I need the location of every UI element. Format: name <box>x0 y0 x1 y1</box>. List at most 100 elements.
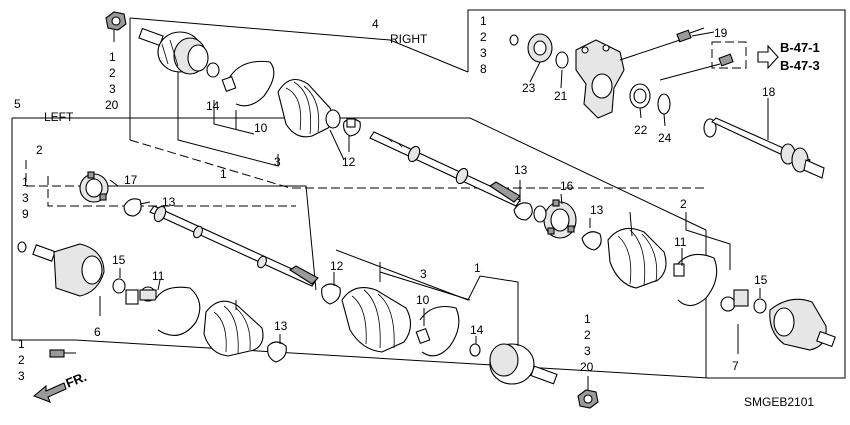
bearing-23 <box>527 33 553 63</box>
label-16: 16 <box>560 179 574 193</box>
outer-cv-joint-right <box>138 27 209 75</box>
inner-cv-joint-left <box>17 241 105 297</box>
ref-dashed-box <box>711 41 747 69</box>
callout-text: 1 <box>480 14 487 28</box>
inner-joint-16 <box>533 199 577 239</box>
callout-text: 1 <box>18 337 25 351</box>
ref-b-47-1: B-47-1 <box>780 40 820 55</box>
callout-text: 2 <box>480 30 487 44</box>
outer-cv-joint-left <box>489 343 558 385</box>
label-15-left: 15 <box>112 253 126 267</box>
spider-6 <box>125 289 139 305</box>
spindle-nut-bottom <box>577 389 599 409</box>
label-17: 17 <box>124 173 138 187</box>
boot-band-13-lower-left <box>267 341 287 363</box>
callout-text: 1 <box>584 312 591 326</box>
label-2-right: 2 <box>680 197 687 211</box>
snap-ring-24 <box>657 93 671 115</box>
boot-band-outer-right <box>221 60 275 107</box>
label-19: 19 <box>714 26 728 40</box>
right-intermediate-shaft <box>369 131 521 207</box>
label-left: LEFT <box>44 110 74 124</box>
inner-joint-17 <box>79 171 109 203</box>
callout-text: 2 <box>109 66 116 80</box>
callout-text: 3 <box>480 46 487 60</box>
front-arrow-icon <box>32 382 67 403</box>
label-18: 18 <box>762 85 776 99</box>
label-4: 4 <box>372 17 379 31</box>
snap-ring-21 <box>555 51 569 69</box>
label-10-top: 10 <box>254 121 268 135</box>
label-13-right: 13 <box>590 203 604 217</box>
label-13-mid: 13 <box>514 163 528 177</box>
circlip-small-top <box>509 34 519 46</box>
spider-tripod-right <box>720 289 749 312</box>
tripod-11-left <box>139 286 157 302</box>
label-1-top: 1 <box>220 167 227 181</box>
callout-text: 20 <box>580 360 594 374</box>
callout-text: 3 <box>18 369 25 383</box>
callout-bottom-nut: 1 2 3 20 <box>580 312 594 374</box>
callout-top-nut: 1 2 3 20 <box>105 50 119 112</box>
leader-lines <box>99 30 761 390</box>
circlip-15-left <box>112 278 126 294</box>
circlip-15-right <box>753 298 767 314</box>
boot-band-13-right-lower <box>581 231 602 251</box>
label-fr: FR. <box>64 369 89 391</box>
left-intermediate-shaft <box>149 205 319 287</box>
label-13-left: 13 <box>162 195 176 209</box>
right-driveshaft-outline <box>129 17 469 140</box>
callout-text: 2 <box>18 353 25 367</box>
label-11-left: 11 <box>152 269 165 283</box>
callout-text: 9 <box>22 207 29 221</box>
clip-bottom-left <box>49 349 76 358</box>
label-24: 24 <box>658 131 672 145</box>
label-6: 6 <box>94 325 101 339</box>
callout-text: 3 <box>109 82 116 96</box>
boot-band-12-left <box>154 286 201 336</box>
callout-text: 20 <box>105 98 119 112</box>
callout-left-circlip: 1 3 9 <box>22 175 29 221</box>
boot-outer-left <box>341 287 412 353</box>
label-15-right: 15 <box>754 273 768 287</box>
boot-band-13-right <box>513 202 533 221</box>
label-22: 22 <box>634 123 648 137</box>
label-1-left: 1 <box>474 261 481 275</box>
callout-text: 3 <box>584 344 591 358</box>
inner-cv-joint-right <box>769 298 836 351</box>
boot-outer-right <box>277 78 341 138</box>
label-12-top: 12 <box>342 155 356 169</box>
circlip-right-outer <box>206 62 220 78</box>
label-14-left: 14 <box>470 323 484 337</box>
callout-text: 3 <box>22 191 29 205</box>
label-21: 21 <box>554 89 568 103</box>
callout-text: 1 <box>109 50 116 64</box>
boot-band-13-left <box>123 198 142 217</box>
bearing-support-bracket <box>575 39 625 119</box>
bolt-19 <box>676 27 705 43</box>
bearing-22 <box>629 83 651 109</box>
callout-clip-bottom: 1 2 3 <box>18 337 25 383</box>
label-13-lower: 13 <box>274 319 288 333</box>
callout-right-box: 1 2 3 8 <box>480 14 487 76</box>
boot-band-inner-right <box>343 118 361 137</box>
label-12-left: 12 <box>330 259 344 273</box>
label-right: RIGHT <box>390 32 428 46</box>
circlip-14-left <box>469 343 481 357</box>
left-inner-outline <box>25 160 317 291</box>
label-7: 7 <box>732 359 739 373</box>
label-14-top: 14 <box>206 99 220 113</box>
left-driveshaft-outline <box>11 117 846 379</box>
half-shaft-18 <box>703 117 825 179</box>
diagram-code: SMGEB2101 <box>744 395 814 409</box>
leader-lines-right-box <box>529 31 769 140</box>
callout-text: 2 <box>584 328 591 342</box>
ref-b-47-3: B-47-3 <box>780 58 820 73</box>
label-11-right: 11 <box>674 235 687 249</box>
label-23: 23 <box>522 81 536 95</box>
label-3-left: 3 <box>420 267 427 281</box>
boot-band-12-outer-left <box>321 283 341 305</box>
label-5: 5 <box>14 97 21 111</box>
callout-text: 1 <box>22 175 29 189</box>
